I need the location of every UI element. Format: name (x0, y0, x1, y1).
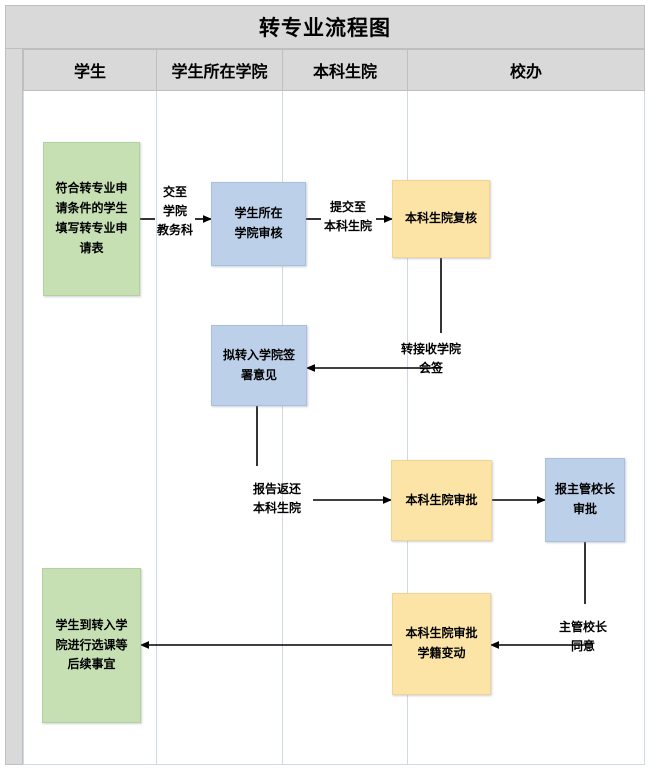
edge-label-forward-receiving-college-countersign: 转接收学院 会签 (400, 342, 461, 376)
swimlane-header-row: 学生 学生所在学院 本科生院 校办 (23, 49, 645, 91)
node-student-fills-application[interactable]: 符合转专业申 请条件的学生 填写转专业申 请表 (43, 142, 140, 296)
diagram-title-band: 转专业流程图 (5, 5, 645, 49)
lane-header-school-office: 校办 (408, 49, 645, 91)
node-student-course-selection[interactable]: 学生到转入学 院进行选课等 后续事宜 (42, 568, 141, 723)
node-report-to-vice-president[interactable]: 报主管校长 审批 (545, 458, 625, 542)
edge-label-submit-to-college-office: 交至 学院 教务科 (156, 185, 193, 238)
node-target-college-signs-opinion[interactable]: 拟转入学院签 署意见 (211, 325, 307, 406)
page-title: 转专业流程图 (259, 16, 391, 40)
lane-header-home-college: 学生所在学院 (157, 49, 283, 91)
node-undergrad-school-status-change[interactable]: 本科生院审批 学籍变动 (392, 593, 491, 695)
node-undergrad-school-approval[interactable]: 本科生院审批 (391, 460, 492, 541)
node-undergrad-school-recheck[interactable]: 本科生院复核 (392, 180, 490, 258)
node-home-college-review[interactable]: 学生所在 学院审核 (211, 182, 306, 266)
edge-label-vice-president-agrees: 主管校长 同意 (558, 620, 607, 654)
swimlane-left-strip (5, 49, 23, 765)
edge-label-submit-to-undergrad-school: 提交至 本科生院 (323, 200, 372, 234)
edge-label-report-returns-to-undergrad-school: 报告返还 本科生院 (252, 482, 301, 516)
lane-header-undergrad-school: 本科生院 (283, 49, 408, 91)
lane-header-student: 学生 (23, 49, 157, 91)
